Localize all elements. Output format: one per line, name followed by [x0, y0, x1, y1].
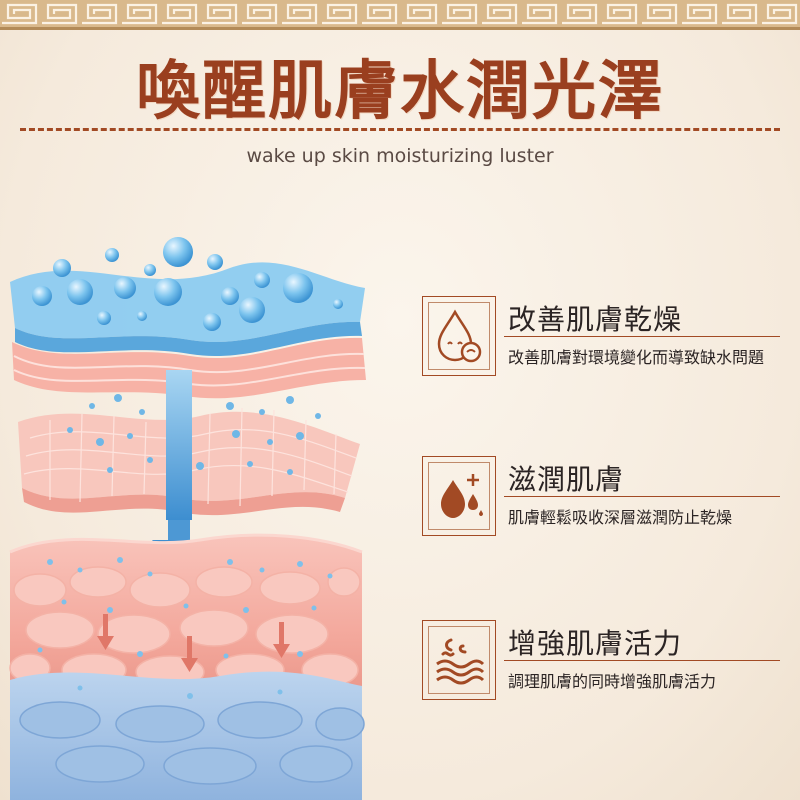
- feature-divider: [504, 496, 780, 497]
- feature-improve-dryness: 改善肌膚乾燥 改善肌膚對環境變化而導致缺水問題: [422, 296, 782, 386]
- greek-key-pattern: [0, 0, 800, 27]
- feature-vitality: 增強肌膚活力 調理肌膚的同時增強肌膚活力: [422, 620, 782, 710]
- feature-icon-box: [422, 296, 496, 376]
- title-divider: [20, 128, 780, 131]
- page-subtitle: wake up skin moisturizing luster: [246, 145, 554, 167]
- penetration-arrows: [97, 614, 290, 672]
- feature-icon-box: [422, 620, 496, 700]
- feature-description: 調理肌膚的同時增強肌膚活力: [508, 672, 717, 691]
- page-title: 喚醒肌膚水潤光澤: [136, 55, 664, 129]
- dermis-block: [9, 533, 365, 800]
- feature-title: 滋潤肌膚: [508, 463, 625, 496]
- feature-divider: [504, 660, 780, 661]
- feature-description: 改善肌膚對環境變化而導致缺水問題: [508, 348, 765, 367]
- feature-moisturize: 滋潤肌膚 肌膚輕鬆吸收深層滋潤防止乾燥: [422, 456, 782, 546]
- moisture-dots: [67, 394, 321, 475]
- greek-key-border: [0, 0, 800, 30]
- feature-title: 增強肌膚活力: [508, 627, 683, 660]
- feature-title: 改善肌膚乾燥: [508, 303, 683, 336]
- feature-icon-box: [422, 456, 496, 536]
- wave-steam-icon: [436, 638, 485, 685]
- feature-divider: [504, 336, 780, 337]
- skin-layers-illustration: [9, 237, 366, 800]
- droplet-face-icon: [437, 309, 482, 363]
- water-bubbles: [32, 237, 343, 331]
- droplets-plus-icon: [441, 474, 483, 518]
- feature-description: 肌膚輕鬆吸收深層滋潤防止乾燥: [508, 508, 733, 527]
